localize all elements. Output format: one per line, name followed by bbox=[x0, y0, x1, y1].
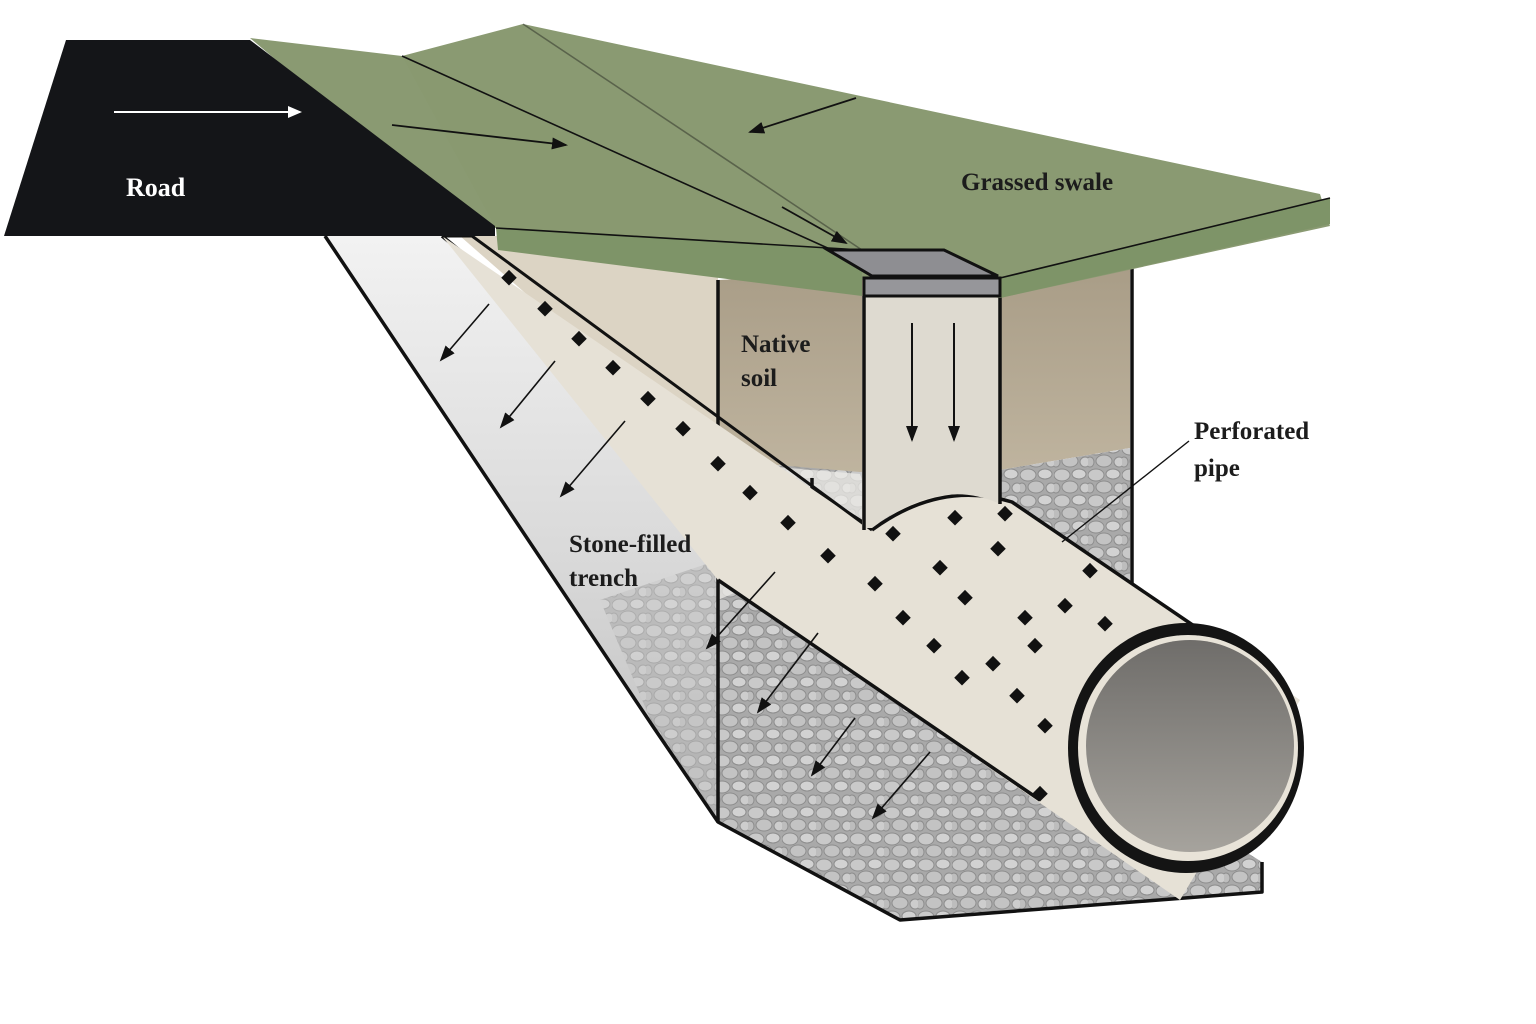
grassed-swale bbox=[250, 23, 1331, 298]
perforated-pipe-leader bbox=[1061, 440, 1190, 543]
stone-flow-arrow bbox=[756, 632, 819, 714]
trench-flow-arrow bbox=[439, 303, 490, 362]
stone-flow-arrow bbox=[871, 751, 931, 820]
label-native-soil: Native bbox=[741, 331, 810, 358]
inlet-grate bbox=[822, 248, 1002, 298]
label-stone-filled-trench: Stone-filled bbox=[569, 531, 691, 558]
flow-arrows bbox=[114, 97, 960, 820]
swale-flow-arrow bbox=[748, 97, 857, 134]
stone-flow-arrow bbox=[810, 717, 856, 777]
road bbox=[4, 40, 495, 236]
label-native-soil-line1: Native bbox=[741, 331, 810, 358]
label-road: Road bbox=[126, 173, 186, 202]
trench-flow-arrow bbox=[559, 420, 626, 498]
label-grassed-swale: Grassed swale bbox=[961, 169, 1113, 196]
swale-flow-arrow bbox=[391, 124, 568, 150]
pipe-perforations bbox=[501, 269, 1113, 802]
label-stone-filled-trench-2: trench bbox=[569, 565, 638, 592]
label-perforated-pipe-2: pipe bbox=[1194, 455, 1240, 482]
label-native-soil-2: soil bbox=[741, 365, 777, 392]
inlet-shaft bbox=[862, 296, 1002, 530]
stone-flow-arrow bbox=[705, 571, 776, 650]
label-perforated-pipe: Perforated bbox=[1194, 418, 1309, 445]
perforated-pipe bbox=[442, 234, 1304, 900]
inlet-flow-arrow bbox=[781, 206, 848, 244]
trench-flow-arrow bbox=[499, 360, 556, 429]
pipe-interior bbox=[1086, 640, 1294, 852]
